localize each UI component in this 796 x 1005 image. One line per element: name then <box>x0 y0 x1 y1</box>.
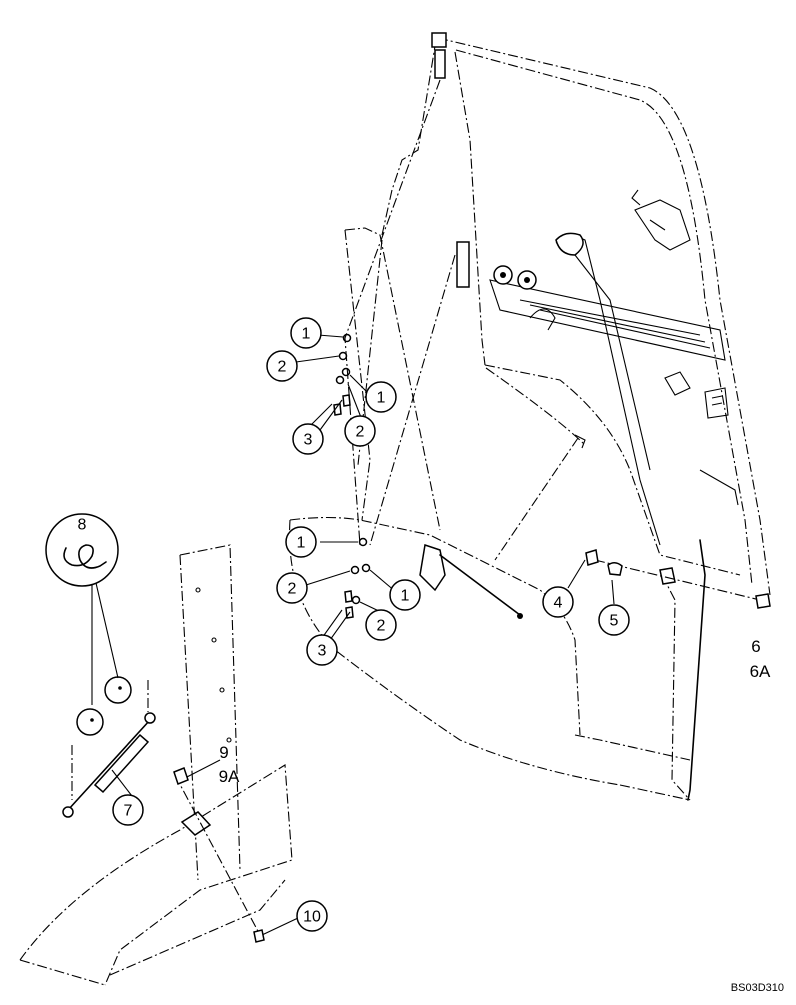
top-hinge-plate <box>434 49 446 79</box>
switch-plate <box>704 387 729 419</box>
leader-lines <box>91 79 761 936</box>
clip-5 <box>607 562 623 576</box>
svg-text:5: 5 <box>610 613 619 630</box>
svg-text:10: 10 <box>303 909 321 926</box>
door-bottom-edge <box>661 574 691 801</box>
svg-text:7: 7 <box>124 803 133 820</box>
door-pillar <box>555 236 661 546</box>
svg-text:3: 3 <box>318 643 327 660</box>
label-9a: 9A <box>219 767 240 786</box>
gas-spring-upper <box>439 554 521 616</box>
cab-door <box>381 32 771 801</box>
door-handle-grip <box>529 308 556 331</box>
callout-1b: 1 <box>365 381 397 413</box>
ball-stud-lower <box>76 708 104 736</box>
pillar-outer <box>344 227 441 531</box>
door-trim-ribs <box>519 299 711 349</box>
fender-outer-edge <box>289 519 621 786</box>
door-inner-frame-top <box>455 49 753 586</box>
gas-spring-bracket <box>419 544 446 592</box>
callout-1a: 1 <box>290 317 322 349</box>
callout-1d: 1 <box>389 579 421 611</box>
callout-2a: 2 <box>266 350 298 382</box>
fender-top-edge <box>289 516 581 736</box>
svg-text:1: 1 <box>377 390 386 407</box>
gas-spring <box>62 676 156 818</box>
door-trim-strip <box>489 279 726 361</box>
callout-4: 4 <box>542 586 574 618</box>
callout-1c: 1 <box>285 526 317 558</box>
gas-spring-rod <box>67 719 151 811</box>
bolt-9 <box>173 767 189 785</box>
nut <box>350 565 360 575</box>
fender-clip <box>180 811 212 836</box>
svg-text:8: 8 <box>78 517 87 534</box>
bushing <box>344 590 353 603</box>
svg-text:1: 1 <box>302 326 311 343</box>
door-inner-curve <box>485 367 586 446</box>
left-pillar-strip <box>179 544 241 871</box>
figure-code: BS03D310 <box>731 982 784 994</box>
callout-5: 5 <box>598 604 630 636</box>
callout-2b: 2 <box>344 415 376 447</box>
cab-pillar <box>333 227 441 619</box>
small-hardware <box>173 549 771 943</box>
inset-circle <box>45 513 119 587</box>
callout-3b: 3 <box>306 634 338 666</box>
latch-linkage <box>631 189 666 231</box>
svg-text:2: 2 <box>288 581 297 598</box>
nut-10 <box>253 929 265 943</box>
fender-lower-edge <box>574 734 691 761</box>
callout-8-inset: 8 <box>45 513 119 587</box>
nut <box>351 595 361 605</box>
callout-2c: 2 <box>276 572 308 604</box>
washer <box>341 367 351 377</box>
gas-spring-end-lower <box>62 806 74 818</box>
svg-text:1: 1 <box>297 535 306 552</box>
door-pillar-inner <box>574 254 651 471</box>
pin-4 <box>585 549 599 566</box>
callout-2d: 2 <box>365 609 397 641</box>
label-6a: 6A <box>750 662 771 681</box>
door-right-edge <box>687 539 706 801</box>
door-hinge-edge <box>381 39 437 236</box>
door-glass-edge <box>454 51 486 366</box>
svg-text:2: 2 <box>356 424 365 441</box>
fender-panel <box>289 516 691 801</box>
middle-hinge <box>456 241 470 288</box>
callout-10: 10 <box>296 900 328 932</box>
spring-clip-icon <box>63 544 107 569</box>
pillar-inner <box>344 229 371 521</box>
washer <box>358 537 368 547</box>
label-6: 6 <box>751 637 760 656</box>
label-9: 9 <box>219 743 228 762</box>
lock-plate <box>664 371 691 396</box>
svg-text:4: 4 <box>554 595 563 612</box>
svg-text:1: 1 <box>401 588 410 605</box>
bushing <box>333 403 342 416</box>
nut <box>335 375 345 385</box>
striker-bracket <box>659 567 676 585</box>
svg-text:2: 2 <box>278 359 287 376</box>
gas-spring-end-upper <box>144 712 156 724</box>
gas-spring-body <box>93 733 150 794</box>
left-fender-body <box>19 764 293 986</box>
callout-3a: 3 <box>292 423 324 455</box>
left-fender <box>19 544 293 986</box>
door-outer-frame-top <box>437 37 771 596</box>
ball-stud-upper <box>104 676 132 704</box>
bumper-6 <box>755 593 771 609</box>
latch-mechanism <box>634 199 691 251</box>
washer <box>361 563 371 573</box>
left-fender-step <box>109 879 286 976</box>
svg-text:3: 3 <box>304 432 313 449</box>
callout-7: 7 <box>112 794 144 826</box>
top-hinge <box>431 32 447 48</box>
door-handle <box>555 232 584 256</box>
door-lower-panel <box>484 364 741 576</box>
svg-text:2: 2 <box>377 618 386 635</box>
nut <box>338 351 348 361</box>
